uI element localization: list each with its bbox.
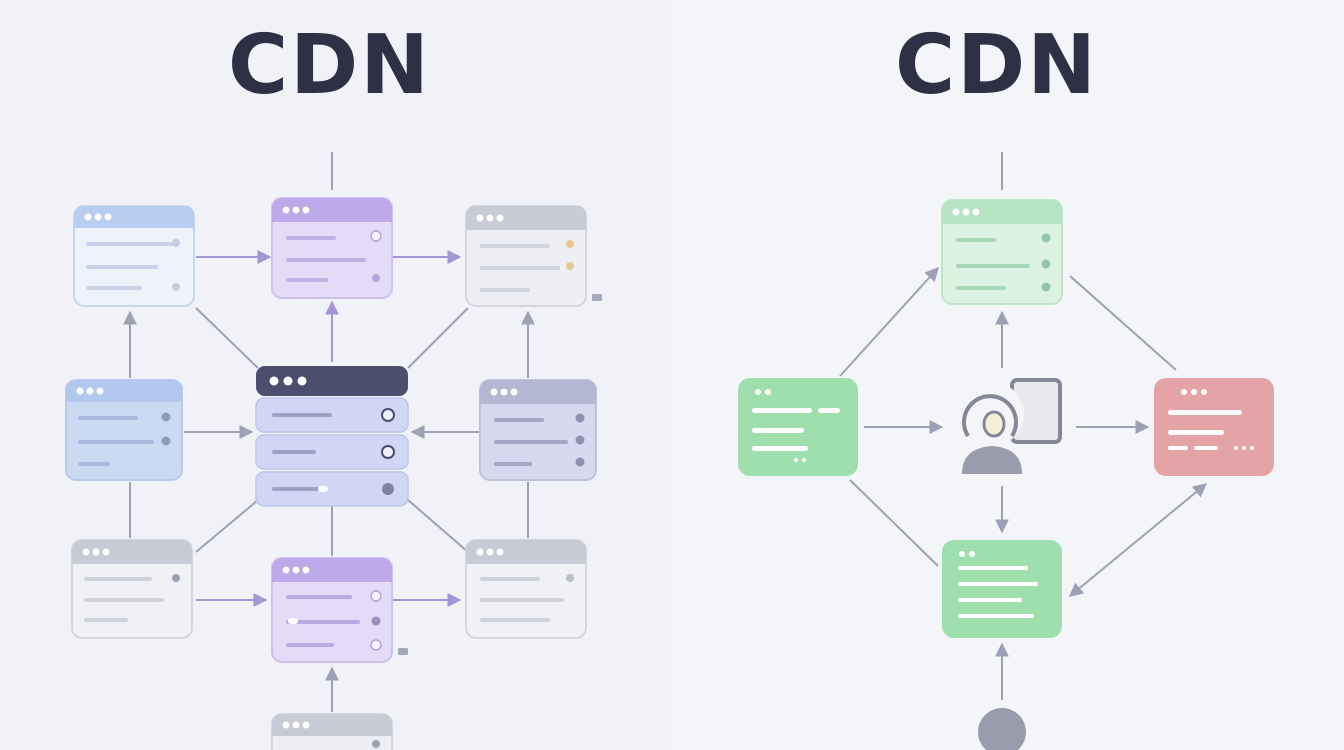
browser-window-icon <box>271 713 393 750</box>
user-with-device-icon <box>960 378 1062 474</box>
left-edges <box>123 152 535 712</box>
browser-window-icon <box>941 199 1063 305</box>
edge-red-to-bottom <box>1068 483 1208 597</box>
edge-server-to-tl-diag <box>195 307 259 369</box>
edge-server-to-bl-diag <box>195 499 259 553</box>
browser-window-icon <box>479 379 597 481</box>
user-avatar-icon <box>978 708 1026 750</box>
browser-window-icon <box>738 378 858 476</box>
right-panel-title: CDN <box>895 18 1098 113</box>
left-panel-title: CDN <box>228 18 431 113</box>
browser-window-icon <box>942 540 1062 638</box>
edge-top-to-red <box>1069 275 1177 371</box>
right-edges <box>839 152 1208 700</box>
edge-left-to-bottom <box>849 479 939 567</box>
edge-server-to-br-diag <box>407 499 469 553</box>
browser-window-icon <box>465 539 587 639</box>
browser-window-icon <box>73 205 195 307</box>
edge-left-to-top <box>839 266 939 377</box>
browser-window-icon <box>465 205 602 307</box>
edge-server-to-tr-diag <box>407 307 469 369</box>
browser-window-icon <box>65 379 183 481</box>
browser-window-icon <box>271 557 408 663</box>
server-stack-icon <box>255 366 409 507</box>
browser-window-icon <box>1154 378 1274 476</box>
browser-window-icon <box>271 197 393 299</box>
browser-window-icon <box>71 539 193 639</box>
